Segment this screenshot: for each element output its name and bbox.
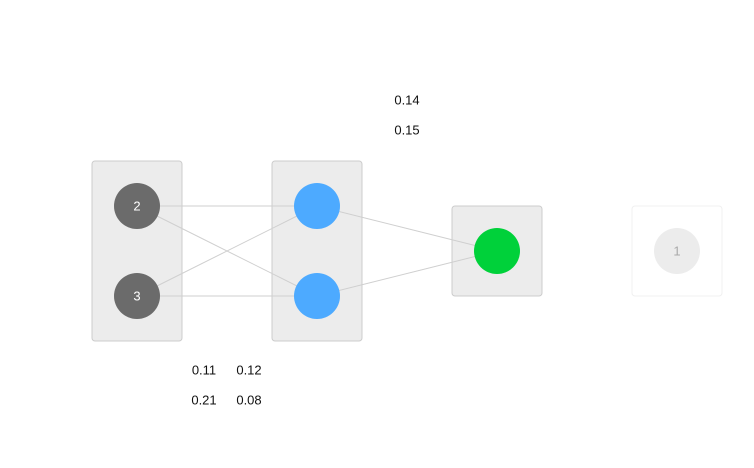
weight-label-h0-out0: 0.14 [394, 93, 419, 108]
edge-in1-h0 [136, 205, 318, 297]
edge-h0-out0 [316, 205, 498, 252]
input-node [114, 183, 160, 229]
weight-label-in0-h0: 0.11 [192, 363, 216, 378]
weight-label-h1-out0: 0.15 [394, 123, 419, 138]
output-node [474, 228, 520, 274]
weight-label-in0-h1: 0.12 [236, 363, 261, 378]
target-node-label: 1 [673, 244, 680, 259]
hidden-node [294, 273, 340, 319]
weight-label-in1-h1: 0.08 [236, 393, 261, 408]
target-node [654, 228, 700, 274]
edge-h1-out0 [316, 250, 498, 297]
hidden-node [294, 183, 340, 229]
input-node-label: 2 [133, 199, 140, 214]
input-node [114, 273, 160, 319]
weight-label-in1-h0: 0.21 [191, 393, 216, 408]
input-node-label: 3 [133, 289, 140, 304]
